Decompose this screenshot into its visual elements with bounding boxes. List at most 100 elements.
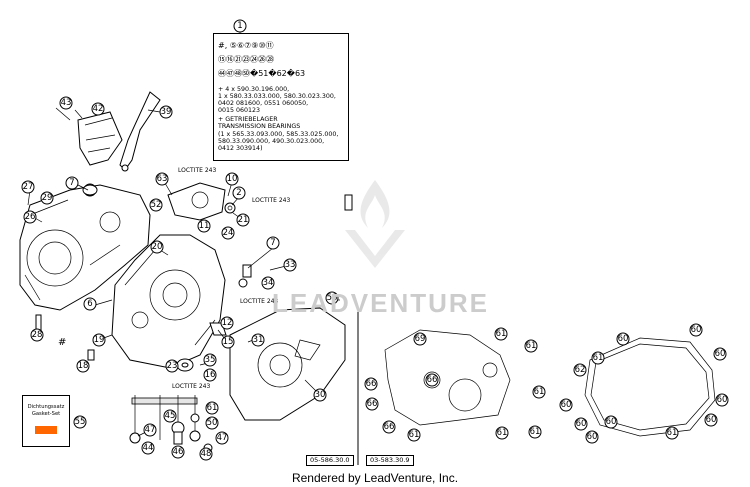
callout-21[interactable]: 21 xyxy=(236,213,250,227)
watermark-text: LEADVENTURE xyxy=(272,288,490,318)
clutch-cover-gasket xyxy=(584,337,716,437)
callout-60-f[interactable]: 60 xyxy=(574,417,588,431)
callout-66-a[interactable]: 66 xyxy=(364,377,378,391)
callout-47[interactable]: 47 xyxy=(143,423,157,437)
callout-60-g[interactable]: 60 xyxy=(604,415,618,429)
callout-66-d[interactable]: 66 xyxy=(382,420,396,434)
watermark-logo-icon xyxy=(345,180,405,268)
svg-text:28: 28 xyxy=(32,330,43,340)
callout-61-left[interactable]: 61 xyxy=(205,401,219,415)
callout-60-c[interactable]: 60 xyxy=(713,347,727,361)
callout-7[interactable]: 7 xyxy=(65,176,79,190)
callout-26[interactable]: 26 xyxy=(23,210,37,224)
callout-61-m5[interactable]: 61 xyxy=(495,426,509,440)
callout-kit-1[interactable]: 1 xyxy=(233,19,247,33)
callout-66-b[interactable]: 66 xyxy=(425,373,439,387)
callout-10[interactable]: 10 xyxy=(225,172,239,186)
callout-6[interactable]: 6 xyxy=(83,297,97,311)
callout-7b[interactable]: 7 xyxy=(266,236,280,250)
callout-44[interactable]: 44 xyxy=(141,441,155,455)
callout-39[interactable]: 39 xyxy=(159,105,173,119)
svg-text:19: 19 xyxy=(94,335,105,345)
callout-60-a[interactable]: 60 xyxy=(616,332,630,346)
callout-61-r1[interactable]: 61 xyxy=(591,351,605,365)
callout-43[interactable]: 43 xyxy=(59,96,73,110)
kit-row-2: ⑮⑯㉑㉓㉔㉖㉘ xyxy=(218,55,274,64)
callout-61-r2[interactable]: 61 xyxy=(665,426,679,440)
callout-35[interactable]: 35 xyxy=(203,353,217,367)
svg-text:60: 60 xyxy=(618,334,629,344)
svg-text:42: 42 xyxy=(93,104,104,114)
svg-text:7: 7 xyxy=(69,178,74,188)
svg-text:16: 16 xyxy=(205,370,216,380)
callout-69[interactable]: 69 xyxy=(413,332,427,346)
callout-30[interactable]: 30 xyxy=(313,388,327,402)
callout-45[interactable]: 45 xyxy=(163,409,177,423)
svg-text:12: 12 xyxy=(222,318,233,328)
small-hardware xyxy=(35,184,353,372)
callout-62[interactable]: 62 xyxy=(573,363,587,377)
callout-58[interactable]: 58 xyxy=(325,291,339,305)
svg-text:47: 47 xyxy=(217,433,228,443)
loctite-label-1: LOCTITE 243 xyxy=(178,167,216,174)
callout-61-m4[interactable]: 61 xyxy=(407,428,421,442)
svg-text:24: 24 xyxy=(223,228,234,238)
callout-24[interactable]: 24 xyxy=(221,226,235,240)
svg-text:35: 35 xyxy=(205,355,216,365)
callout-46[interactable]: 46 xyxy=(171,445,185,459)
callout-50[interactable]: 50 xyxy=(205,416,219,430)
svg-text:43: 43 xyxy=(61,98,72,108)
svg-text:7: 7 xyxy=(270,238,275,248)
callout-34[interactable]: 34 xyxy=(261,276,275,290)
callout-63[interactable]: 63 xyxy=(155,172,169,186)
svg-text:29: 29 xyxy=(42,193,53,203)
callout-61-m3[interactable]: 61 xyxy=(532,385,546,399)
callout-61-m6[interactable]: 61 xyxy=(528,425,542,439)
callout-60-e[interactable]: 60 xyxy=(715,393,729,407)
callout-29[interactable]: 29 xyxy=(40,191,54,205)
reference-left: 05-586.30.0 xyxy=(306,455,354,466)
loctite-labels: LOCTITE 243 LOCTITE 243 LOCTITE 243 LOCT… xyxy=(172,167,290,390)
callout-60-h[interactable]: 60 xyxy=(585,430,599,444)
kit-line-8: 580.33.090.000, 490.30.023.000, xyxy=(218,138,325,145)
callout-66-c[interactable]: 66 xyxy=(365,397,379,411)
callout-12[interactable]: 12 xyxy=(220,316,234,330)
callout-16[interactable]: 16 xyxy=(203,368,217,382)
callout-60-d[interactable]: 60 xyxy=(559,398,573,412)
kit-line-2: 1 x 580.33.033.000, 580.30.023.300, xyxy=(218,93,336,100)
callout-15[interactable]: 15 xyxy=(221,335,235,349)
callout-2[interactable]: 2 xyxy=(232,186,246,200)
svg-text:61: 61 xyxy=(530,427,541,437)
reference-right: 03-583.30.9 xyxy=(366,455,414,466)
callout-19[interactable]: 19 xyxy=(92,333,106,347)
callout-52[interactable]: 52 xyxy=(149,198,163,212)
callout-33[interactable]: 33 xyxy=(283,258,297,272)
callout-60-i[interactable]: 60 xyxy=(704,413,718,427)
callout-55[interactable]: 55 xyxy=(73,415,87,429)
kit-line-1: + 4 x 590.30.196.000, xyxy=(218,86,290,93)
svg-text:60: 60 xyxy=(576,419,587,429)
callout-27[interactable]: 27 xyxy=(21,180,35,194)
callout-23[interactable]: 23 xyxy=(165,359,179,373)
callout-47b[interactable]: 47 xyxy=(215,431,229,445)
callout-11[interactable]: 11 xyxy=(197,219,211,233)
callout-31[interactable]: 31 xyxy=(251,333,265,347)
svg-text:60: 60 xyxy=(706,415,717,425)
callout-48[interactable]: 48 xyxy=(199,447,213,461)
footer-credit: Rendered by LeadVenture, Inc. xyxy=(291,471,459,485)
callout-55-wrap: 55 xyxy=(73,415,87,429)
callout-60-b[interactable]: 60 xyxy=(689,323,703,337)
callout-28[interactable]: 28 xyxy=(30,328,44,342)
kit-line-6: TRANSMISSION BEARINGS xyxy=(218,123,301,130)
svg-text:61: 61 xyxy=(593,353,604,363)
callout-18[interactable]: 18 xyxy=(76,359,90,373)
callout-61-m1[interactable]: 61 xyxy=(494,327,508,341)
svg-text:33: 33 xyxy=(285,260,296,270)
svg-text:61: 61 xyxy=(667,428,678,438)
svg-text:60: 60 xyxy=(606,417,617,427)
svg-text:66: 66 xyxy=(427,375,438,385)
callout-20[interactable]: 20 xyxy=(150,240,164,254)
callout-42[interactable]: 42 xyxy=(91,102,105,116)
callout-61-m2[interactable]: 61 xyxy=(524,339,538,353)
